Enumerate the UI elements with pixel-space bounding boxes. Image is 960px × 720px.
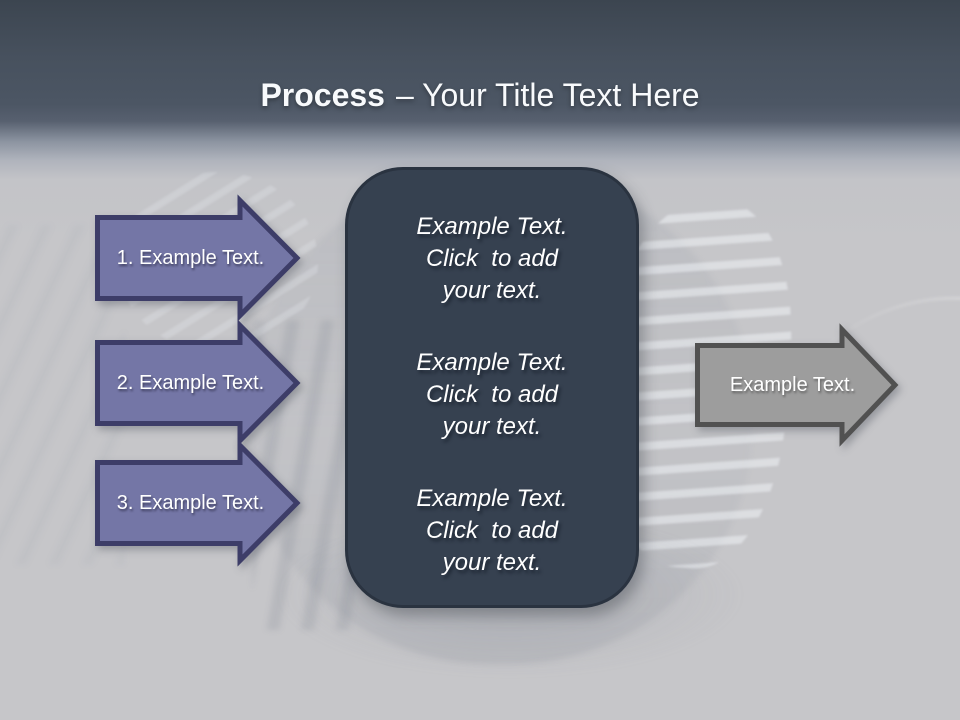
step-3-label: 3. Example Text.: [116, 491, 265, 514]
placeholder-text-block-2: Example Text. Click to add your text.: [348, 347, 636, 443]
placeholder-line: Click to add: [425, 380, 559, 408]
right-arrow-shape: [95, 319, 301, 447]
slide-title[interactable]: Process – Your Title Text Here: [0, 73, 960, 117]
placeholder-line: your text.: [442, 412, 542, 440]
placeholder-line: your text.: [442, 548, 542, 576]
title-subtitle-text: – Your Title Text Here: [395, 77, 700, 114]
description-panel[interactable]: Example Text. Click to add your text. Ex…: [345, 167, 639, 608]
step-1-label: 1. Example Text.: [116, 246, 265, 269]
placeholder-line: your text.: [442, 276, 542, 304]
placeholder-line: Click to add: [425, 244, 559, 272]
placeholder-line: Example Text.: [416, 484, 568, 512]
right-arrow-shape: [695, 323, 899, 447]
step-2-label: 2. Example Text.: [116, 371, 265, 394]
placeholder-text-block-1: Example Text. Click to add your text.: [348, 211, 636, 307]
process-step-arrow-1[interactable]: 1. Example Text.: [95, 194, 301, 322]
right-arrow-shape: [95, 439, 301, 567]
process-output-arrow[interactable]: Example Text.: [695, 323, 899, 447]
tire-highlight-arc: [670, 222, 960, 720]
right-arrow-shape: [95, 194, 301, 322]
placeholder-line: Example Text.: [416, 212, 568, 240]
process-step-arrow-3[interactable]: 3. Example Text.: [95, 439, 301, 567]
output-label: Example Text.: [729, 373, 856, 396]
process-step-arrow-2[interactable]: 2. Example Text.: [95, 319, 301, 447]
placeholder-text-block-3: Example Text. Click to add your text.: [348, 483, 636, 579]
placeholder-line: Example Text.: [416, 348, 568, 376]
title-keyword: Process: [260, 77, 385, 114]
placeholder-line: Click to add: [425, 516, 559, 544]
